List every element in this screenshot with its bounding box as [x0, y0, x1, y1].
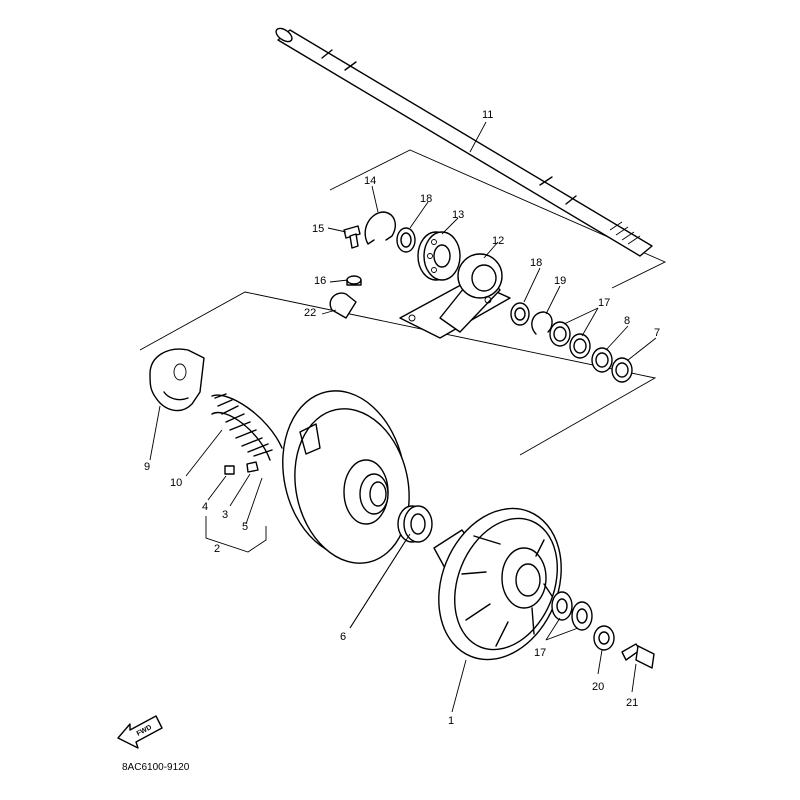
label-2: 2 — [214, 543, 220, 555]
upper-group-outline — [329, 149, 667, 289]
sliding-sheave — [282, 390, 410, 564]
label-4: 4 — [202, 501, 208, 513]
washer-18-upper — [396, 227, 416, 253]
label-13: 13 — [452, 209, 464, 221]
circlip-19 — [531, 311, 553, 335]
label-11: 11 — [482, 109, 493, 121]
washer-20 — [593, 625, 615, 651]
label-14: 14 — [364, 175, 376, 187]
spacer-17-upper — [549, 321, 591, 359]
roller-3 — [246, 461, 259, 473]
part-labels: 11 14 18 13 15 12 16 22 18 19 17 8 7 9 1… — [144, 109, 660, 727]
label-21: 21 — [626, 697, 638, 709]
circlip — [364, 211, 396, 245]
label-6: 6 — [340, 631, 346, 643]
washer-18-right — [510, 302, 530, 326]
label-18-upper: 18 — [420, 193, 432, 205]
clamp-22 — [329, 292, 357, 319]
bolt-21 — [621, 643, 655, 669]
lower-group-outline — [139, 291, 657, 456]
label-19: 19 — [554, 275, 566, 287]
cam — [149, 348, 205, 412]
label-9: 9 — [144, 461, 150, 473]
fixed-sheave — [433, 507, 562, 661]
label-17-upper: 17 — [598, 297, 610, 309]
bearing — [417, 231, 461, 281]
washer-8 — [591, 347, 613, 373]
nut-16 — [346, 275, 362, 286]
label-8: 8 — [624, 315, 630, 327]
label-18-right: 18 — [530, 257, 542, 269]
bushing — [397, 505, 433, 543]
bolt-15 — [343, 225, 361, 249]
label-15: 15 — [312, 223, 324, 235]
label-7: 7 — [654, 327, 660, 339]
label-12: 12 — [492, 235, 504, 247]
label-22: 22 — [304, 307, 316, 319]
label-5: 5 — [242, 521, 248, 533]
shaft — [275, 27, 653, 257]
bearing-housing — [399, 253, 511, 339]
spring — [211, 393, 283, 461]
label-16: 16 — [314, 275, 326, 287]
leader-lines — [149, 121, 657, 713]
label-1: 1 — [448, 715, 454, 727]
fwd-arrow-icon: FWD — [117, 715, 163, 749]
washer-7 — [611, 357, 633, 383]
label-20: 20 — [592, 681, 604, 693]
spacer-17-lower — [551, 591, 593, 631]
drawing-code: 8AC6100-9120 — [122, 762, 190, 773]
label-17-lower: 17 — [534, 647, 546, 659]
label-10: 10 — [170, 477, 182, 489]
screw-4 — [224, 465, 235, 475]
label-3: 3 — [222, 509, 228, 521]
